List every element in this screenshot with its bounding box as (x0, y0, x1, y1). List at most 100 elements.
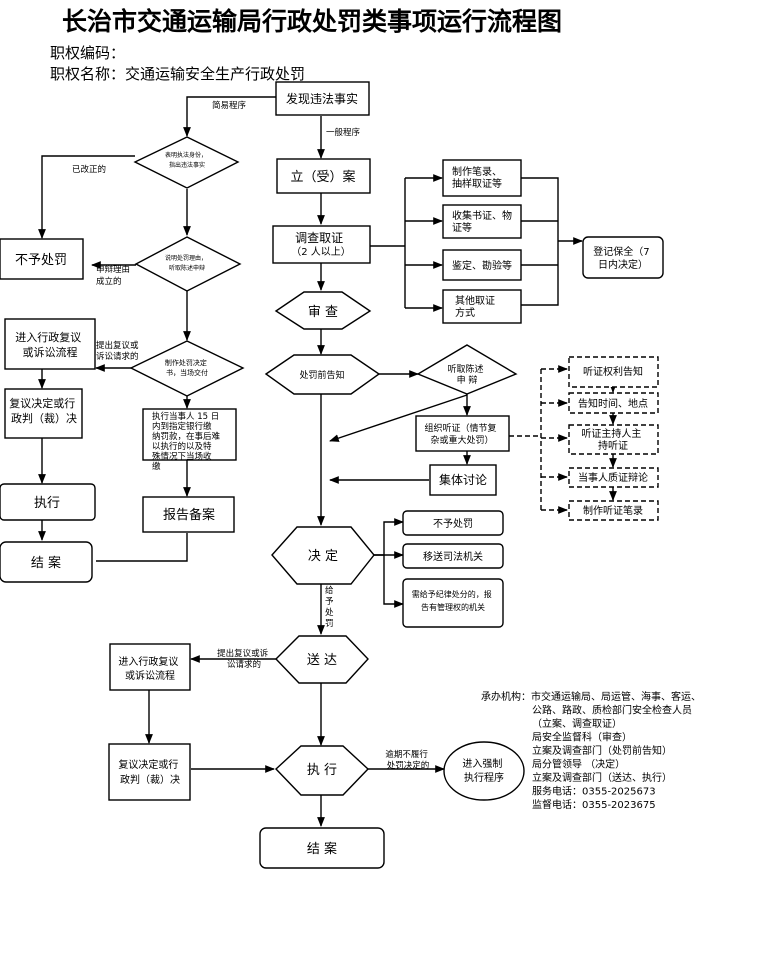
group-box (429, 464, 497, 496)
d3-diamond (129, 340, 245, 397)
b-appeal-line: 或诉讼流程 (125, 669, 175, 682)
b-appeal-text: 进入行政复议 或诉讼流程 (118, 655, 181, 682)
pay-line: 执行当事人 15 日 (152, 411, 219, 422)
l-exec-text: 执行 (34, 496, 60, 511)
c-no-punish-text: 不予处罚 (433, 518, 473, 530)
file-text: 立（受）案 (290, 170, 355, 185)
d3-line: 书，当场交付 (166, 368, 208, 377)
ev3-text: 鉴定、勘验等 (452, 259, 512, 272)
investigate-line: （2 人以上） (291, 246, 351, 258)
pay-line: 纳罚款，在事后难 (152, 431, 221, 442)
hearing-shapes (568, 356, 659, 521)
host-line: 听证主持人主 (581, 427, 641, 440)
debate-text: 当事人质证辩论 (578, 471, 648, 484)
d1-diamond (133, 136, 240, 189)
report-text: 报告备案 (163, 507, 215, 523)
decide-text: 决 定 (308, 549, 338, 564)
authority-code: 职权编码： (50, 44, 125, 62)
hearing-record-text: 制作听证笔录 (583, 504, 643, 517)
l-appeal-text: 进入行政复议 或诉讼流程 (15, 330, 85, 359)
investigate-box (272, 225, 371, 264)
overdue-line: 处罚决定的 (387, 760, 430, 771)
discipline-line: 告有管理权的机关 (421, 602, 485, 612)
discipline-box (402, 578, 504, 628)
corrected-label: 已改正的 (72, 164, 106, 175)
overdue-line: 逾期不履行 (385, 749, 428, 760)
agency-line: 服务电话：0355-2025673 (532, 785, 656, 798)
investigate-text: 调查取证 （2 人以上） (291, 231, 351, 258)
l-review-line: 政判（裁）决 (11, 411, 77, 425)
discipline-line: 需给予纪律处分的，报 (412, 589, 492, 599)
pay-line: 殊情况下当场收 (152, 451, 212, 462)
ev2-line: 收集书证、物 (452, 209, 512, 222)
investigate-line: 调查取证 (295, 231, 343, 245)
d2-line: 说明处罚理由， (165, 254, 207, 262)
agency-line: 局安全监督科（审查） (532, 731, 632, 744)
hear-plea-line: 申 辩 (457, 374, 478, 386)
notice-time-text: 告知时间、地点 (578, 397, 648, 410)
ev2-line: 证等 (452, 221, 472, 234)
l-review-line: 复议决定或行 (9, 396, 75, 410)
exec-text: 执 行 (307, 763, 337, 778)
transfer-box (402, 543, 504, 569)
c-no-punish-box (402, 510, 504, 536)
b-review-line: 政判（裁）决 (120, 773, 180, 786)
l-appeal-label-line: 诉讼请求的 (96, 351, 139, 362)
pay-box (142, 408, 237, 461)
register-text: 登记保全（7 日内决定） (593, 245, 653, 271)
l-appeal-line: 或诉讼流程 (23, 345, 78, 359)
b-review-line: 复议决定或行 (118, 758, 178, 771)
enforce-text: 进入强制 执行程序 (462, 757, 505, 784)
l-exec-box (0, 483, 96, 521)
register-line: 日内决定） (598, 258, 648, 271)
host-box (568, 424, 659, 455)
ev4-box (442, 289, 522, 324)
d2-line: 听取陈述申辩 (169, 264, 205, 272)
b-appeal-box (109, 643, 191, 691)
give-punish-char: 予 (325, 597, 334, 607)
review-text: 审 查 (308, 305, 338, 320)
close-box (259, 827, 385, 869)
hearing-rights-text: 听证权利告知 (583, 365, 643, 378)
register-box (582, 236, 664, 279)
ev4-text: 其他取证 方式 (455, 294, 498, 319)
give-punish-char: 处 (325, 607, 334, 618)
d3-text: 制作处罚决定 书，当场交付 (165, 358, 209, 377)
b-appeal-label: 提出复议或诉 讼请求的 (217, 648, 271, 670)
agency-line: 立案及调查部门（处罚前告知） (532, 744, 672, 757)
b-appeal-label-line: 讼请求的 (227, 659, 261, 670)
discipline-text: 需给予纪律处分的，报 告有管理权的机关 (412, 589, 495, 612)
b-appeal-line: 进入行政复议 (118, 655, 178, 668)
defense-ok-line: 成立的 (96, 276, 122, 287)
close-text: 结 案 (307, 842, 337, 857)
deliver-hex (275, 635, 369, 684)
org-hearing-box (415, 415, 510, 452)
hear-plea-text: 听取陈述 申 辩 (448, 363, 487, 386)
b-review-box (108, 743, 191, 801)
give-punish-char: 罚 (325, 619, 334, 629)
general-procedure-label: 一般程序 (326, 127, 361, 138)
pay-line: 以执行的以及特 (152, 441, 212, 452)
file-box (276, 158, 371, 194)
b-review-text: 复议决定或行 政判（裁）决 (118, 758, 181, 786)
prenotice-text: 处罚前告知 (299, 369, 344, 381)
ev2-text: 收集书证、物 证等 (452, 209, 515, 234)
page-title: 长治市交通运输局行政处罚类事项运行流程图 (62, 7, 562, 36)
pay-line: 内到指定银行缴 (152, 421, 212, 432)
l-review-box (4, 388, 83, 439)
agency-line: 局分管领导 （决定） (532, 758, 625, 771)
exec-hex (274, 745, 370, 796)
give-punish-char: 给 (325, 585, 334, 596)
hearing-rights-box (568, 356, 659, 388)
ev4-line: 方式 (455, 306, 475, 319)
l-appeal-line: 进入行政复议 (15, 330, 81, 344)
discover-box (275, 81, 370, 116)
defense-ok-line: 申辩理由 (96, 264, 130, 275)
ev1-text: 制作笔录、 抽样取证等 (452, 165, 505, 190)
discover-text: 发现违法事实 (286, 91, 358, 106)
deliver-text: 送 达 (307, 653, 337, 668)
l-close-box (0, 541, 93, 583)
l-appeal-label-line: 提出复议或 (96, 340, 139, 351)
l-appeal-box (4, 318, 96, 370)
